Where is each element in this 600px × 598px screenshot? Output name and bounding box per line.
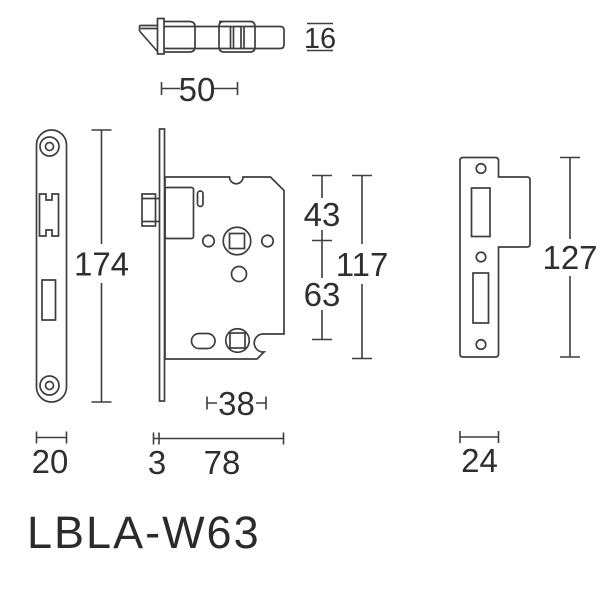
strike-plate-view: [459, 156, 531, 358]
strike-screw-hole-middle: [475, 251, 487, 263]
dimension-78-label: 78: [204, 444, 241, 481]
latch-mechanism-box: [164, 186, 195, 240]
strike-latch-cutout: [470, 187, 491, 238]
dimension-117-label: 117: [336, 246, 389, 283]
dimension-16-label: 16: [304, 23, 336, 55]
dimension-16-lines: [307, 22, 333, 52]
faceplate-edge-top-view: [156, 17, 165, 55]
latch-bolt-head: [141, 193, 157, 227]
dimension-43-63-lines: [312, 174, 332, 341]
dimension-50: 50: [160, 71, 239, 108]
deadbolt-cutout: [41, 279, 57, 321]
latch-top-view: [138, 17, 285, 55]
latch-bolt-detail-lines: [142, 197, 160, 223]
dimension-127: 127: [542, 156, 598, 358]
strike-plate-outline: [459, 156, 531, 358]
faceplate-outline: [35, 129, 68, 403]
strike-deadbolt-cutout: [472, 272, 490, 324]
follower-square-hole: [229, 332, 246, 349]
dimension-20-lines: [35, 431, 68, 444]
dimension-24-label: 24: [461, 442, 498, 479]
dimension-16: 16: [304, 22, 336, 55]
dimension-3-label: 3: [148, 444, 166, 481]
fixing-hole-left: [201, 234, 216, 248]
dimension-20: 20: [32, 431, 69, 480]
screw-hole-top-outer: [39, 136, 60, 157]
dimension-43-63: 43 63: [304, 174, 341, 341]
follower-hub-circle: [224, 327, 251, 354]
latch-housing-top-view: [164, 20, 196, 53]
dimension-3-78-lines: [152, 432, 285, 445]
dimension-117: 117: [336, 174, 389, 360]
product-code-label: LBLA-W63: [27, 507, 261, 558]
dimension-24-lines: [459, 431, 500, 443]
hub-flange-top-view: [218, 20, 256, 53]
center-hole: [230, 265, 248, 283]
spindle-square-hole: [228, 232, 246, 250]
dimension-20-label: 20: [32, 443, 69, 480]
lock-case-side-view: [141, 128, 285, 402]
dimension-50-label: 50: [179, 71, 216, 108]
spring-slot: [196, 190, 204, 208]
dimension-127-lines: [560, 156, 580, 358]
strike-screw-hole-top: [475, 162, 487, 175]
slot-oval: [190, 332, 216, 350]
dimension-50-lines: [160, 82, 239, 95]
dimension-63-label: 63: [304, 276, 341, 313]
dimension-174-lines: [91, 129, 112, 403]
strike-screw-hole-bottom: [475, 338, 487, 351]
screw-hole-bottom-outer: [39, 375, 60, 396]
dimension-174: 174: [74, 129, 129, 403]
latch-bevel-outline: [138, 24, 159, 53]
screw-hole-bottom-inner: [44, 380, 55, 391]
screw-hole-top-inner: [44, 141, 55, 152]
fixing-hole-right: [260, 234, 275, 248]
dimension-38-lines: [206, 396, 267, 410]
case-bar-top-view: [164, 25, 285, 50]
dimension-3-78: 3 78: [148, 432, 285, 481]
dimension-24: 24: [459, 431, 500, 479]
dimension-117-lines: [352, 174, 372, 360]
dimension-174-label: 174: [74, 246, 129, 283]
faceplate-front-view: [35, 129, 68, 403]
faceplate-edge-side-view: [158, 128, 166, 402]
dimension-43-label: 43: [304, 196, 341, 233]
spindle-hub-circle: [222, 226, 252, 256]
case-outline: [164, 176, 285, 360]
spindle-hub-top-view: [229, 26, 245, 49]
latch-cutout: [38, 193, 60, 237]
dimension-127-label: 127: [542, 239, 597, 276]
dimension-38: 38: [206, 385, 267, 422]
dimension-38-label: 38: [218, 385, 255, 422]
